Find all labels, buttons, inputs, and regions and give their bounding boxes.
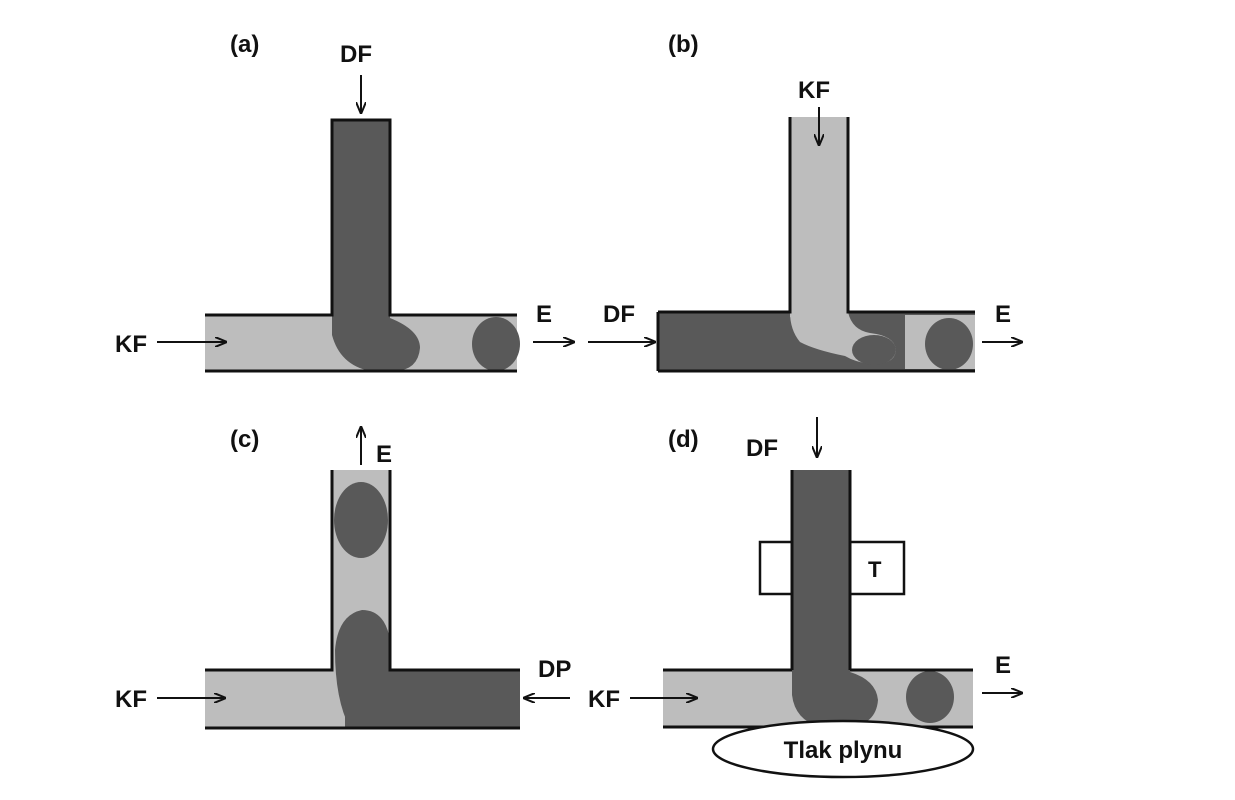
panel-b-side-channel (790, 117, 848, 317)
panel-d-gas-pressure-ellipse (711, 719, 975, 779)
panel-c-droplet (334, 482, 388, 558)
panel-b-label: (b) (668, 31, 699, 58)
panel-d-ellipse-label: Tlak plynu (784, 737, 903, 764)
panel-a-wall-top (205, 118, 517, 317)
panel-d-left-inlet-label: KF (588, 686, 620, 713)
panel-c: (c) E KF DP (115, 426, 571, 730)
panel-d-top-inlet-label: DF (746, 435, 778, 462)
panel-c-forming-droplet (335, 610, 390, 728)
panel-b-top-inlet-label: KF (798, 77, 830, 104)
panel-b-droplet (925, 318, 973, 370)
panel-d-droplet (906, 671, 954, 723)
panel-b-wall-top (658, 117, 975, 314)
panel-b-left-inlet-label: DF (603, 301, 635, 328)
panel-d-forming-droplet (792, 672, 878, 727)
panel-a-droplet (472, 317, 520, 371)
panel-a-forming-droplet (332, 318, 420, 371)
panel-c-label: (c) (230, 426, 259, 453)
panel-d-outlet-label: E (995, 652, 1011, 679)
panel-a-top-inlet-label: DF (340, 41, 372, 68)
panel-c-main-channel-left (205, 670, 345, 728)
panel-a-label: (a) (230, 31, 259, 58)
panel-a-left-inlet-label: KF (115, 331, 147, 358)
panel-c-right-inlet-label: DP (538, 656, 571, 683)
panel-a: (a) DF KF E (115, 31, 574, 373)
panel-b: (b) KF DF E (588, 31, 1022, 373)
panel-b-small-droplet (852, 335, 896, 365)
panel-b-outlet-label: E (995, 301, 1011, 328)
panel-c-left-inlet-label: KF (115, 686, 147, 713)
panel-a-side-channel (332, 120, 390, 320)
panel-a-outlet-label: E (536, 301, 552, 328)
panel-d-side-channel-over-box (792, 540, 850, 596)
panel-d-box-label: T (868, 557, 882, 582)
panel-c-wall-top (205, 470, 520, 672)
panel-d: (d) DF KF E T Tlak plynu (588, 417, 1022, 779)
panel-d-label: (d) (668, 426, 699, 453)
panel-c-top-outlet-label: E (376, 441, 392, 468)
